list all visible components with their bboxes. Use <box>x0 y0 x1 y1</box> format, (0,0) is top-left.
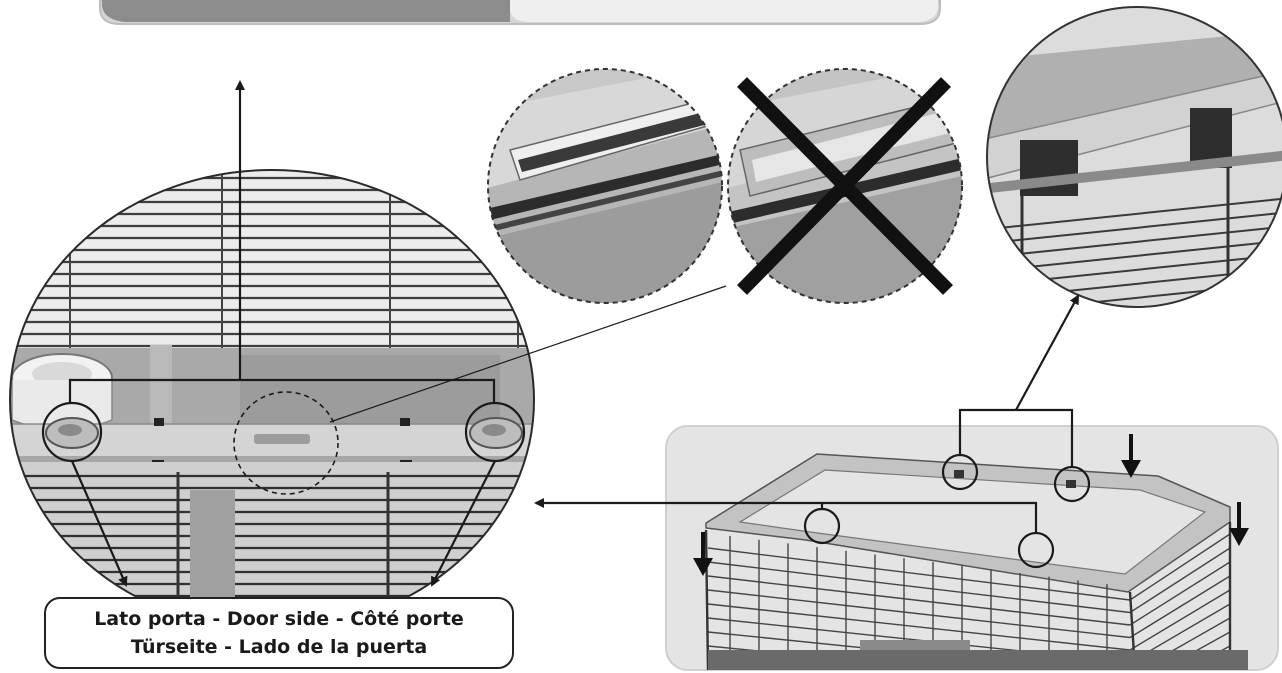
cage-bar <box>707 561 1131 614</box>
cage-bar <box>707 547 1131 601</box>
cage-bar <box>1129 589 1231 651</box>
cage-bar <box>1129 547 1231 614</box>
incorrect-x-mark <box>737 77 953 295</box>
caption-line-1: Lato porta - Door side - Côté porte <box>94 608 464 630</box>
top-banner-fragment <box>99 0 941 25</box>
cage-bar <box>987 197 1282 231</box>
door-side-caption: Lato porta - Door side - Côté porte Türs… <box>44 597 514 669</box>
down-arrows <box>693 434 1249 576</box>
slot-zoom-correct <box>487 68 723 304</box>
cage-overview-panel <box>665 425 1279 671</box>
panel-callouts <box>534 294 1091 569</box>
caption-line-2: Türseite - Lado de la puerta <box>130 636 428 658</box>
cage-bar <box>987 211 1282 245</box>
cage-bar <box>1129 575 1231 639</box>
cage-bar <box>1129 561 1231 626</box>
cage-bar <box>707 589 1131 639</box>
callout-lines <box>41 80 727 587</box>
door-side-closeup <box>9 169 535 631</box>
cage-bar <box>707 575 1131 626</box>
cage-bar <box>1129 533 1231 601</box>
cage-bar <box>707 603 1131 651</box>
clip-underside-zoom <box>986 6 1282 308</box>
cage-bar <box>987 225 1282 259</box>
